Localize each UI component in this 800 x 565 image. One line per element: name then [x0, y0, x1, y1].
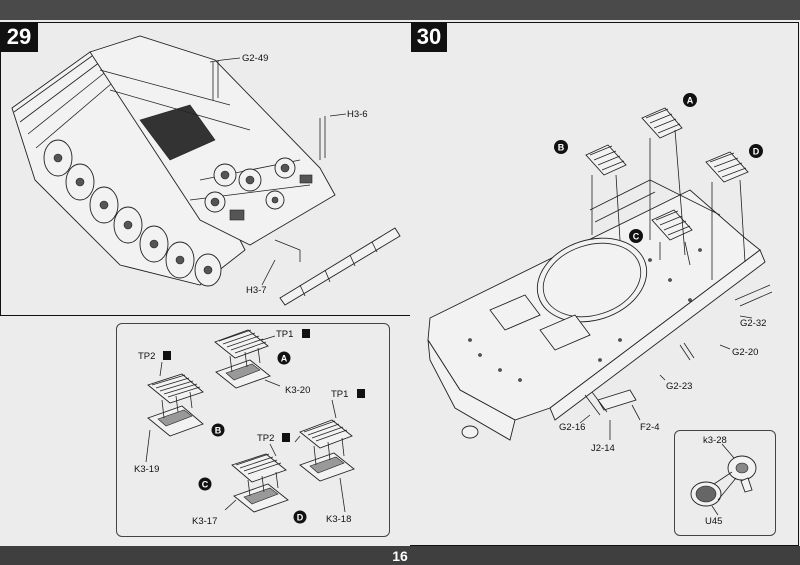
- inset-29-circles: A B C D: [198, 351, 307, 524]
- circle-b-29: B: [215, 426, 222, 436]
- bottom-bar: 16: [0, 546, 800, 565]
- grille-d: [299, 419, 355, 482]
- hatch-2: [539, 314, 591, 351]
- part-roller: [461, 425, 479, 439]
- label-k3-18: K3-18: [326, 514, 351, 525]
- circle-d-30: D: [753, 147, 760, 157]
- grille-b: [147, 373, 204, 437]
- hull-opening: [139, 104, 216, 161]
- circle-b-30: B: [558, 143, 565, 153]
- tank-hull-29: [11, 35, 401, 306]
- step-30-number: 30: [411, 22, 447, 52]
- circle-d-29: D: [297, 513, 304, 523]
- step-30-circles: A B C D: [554, 93, 763, 243]
- circle-c-30: C: [633, 232, 640, 242]
- part-g2-16: [584, 391, 608, 416]
- part-g2-32: [734, 284, 773, 307]
- label-k3-17: K3-17: [192, 516, 217, 527]
- top-bar: [0, 0, 800, 20]
- label-j2-14: J2-14: [591, 443, 615, 454]
- grille-a-30: [641, 107, 683, 139]
- label-g2-32: G2-32: [740, 318, 766, 329]
- grille-d-30: [705, 151, 749, 183]
- turret-ring: [536, 237, 648, 323]
- floor-front-edge: [549, 249, 766, 421]
- part-g2-49: [209, 59, 223, 100]
- label-h3-6: H3-6: [347, 109, 368, 120]
- label-tp2-c: TP2: [257, 433, 274, 444]
- label-k3-19: K3-19: [134, 464, 159, 475]
- part-f2-4: [597, 389, 637, 411]
- engine-fans: [204, 157, 313, 221]
- road-wheels: [43, 139, 222, 287]
- grille-c: [231, 453, 289, 513]
- label-tp2-b: TP2: [138, 351, 155, 362]
- label-tp1-a: TP1: [276, 329, 293, 340]
- label-g2-20: G2-20: [732, 347, 758, 358]
- circle-c-29: C: [202, 480, 209, 490]
- label-k3-20: K3-20: [285, 385, 310, 396]
- page-number: 16: [392, 547, 408, 564]
- grille-a: [214, 329, 271, 389]
- label-g2-49: G2-49: [242, 53, 268, 64]
- part-g2-20: [679, 342, 695, 361]
- label-k3-28: k3-28: [703, 435, 727, 446]
- hatch-1: [489, 294, 541, 331]
- grilles-30: [585, 107, 749, 280]
- inset-29-parts: [145, 329, 355, 513]
- label-g2-23: G2-23: [666, 381, 692, 392]
- part-h3-6: [319, 116, 326, 160]
- floor-side: [427, 339, 516, 441]
- label-tp1-d: TP1: [331, 389, 348, 400]
- label-g2-16: G2-16: [559, 422, 585, 433]
- label-h3-7: H3-7: [246, 285, 267, 296]
- grille-b-30: [585, 144, 627, 176]
- rear-plate-h3-7: [279, 227, 401, 306]
- circle-a-29: A: [281, 354, 288, 364]
- step-29-number: 29: [0, 22, 38, 52]
- inset-30-parts: [690, 443, 757, 516]
- part-h3-7-rod: [274, 239, 301, 262]
- label-f2-4: F2-4: [640, 422, 660, 433]
- hull-floor-30: [427, 179, 773, 441]
- circle-a-30: A: [687, 96, 694, 106]
- floor-rivets: [468, 248, 702, 382]
- label-u45: U45: [705, 516, 722, 527]
